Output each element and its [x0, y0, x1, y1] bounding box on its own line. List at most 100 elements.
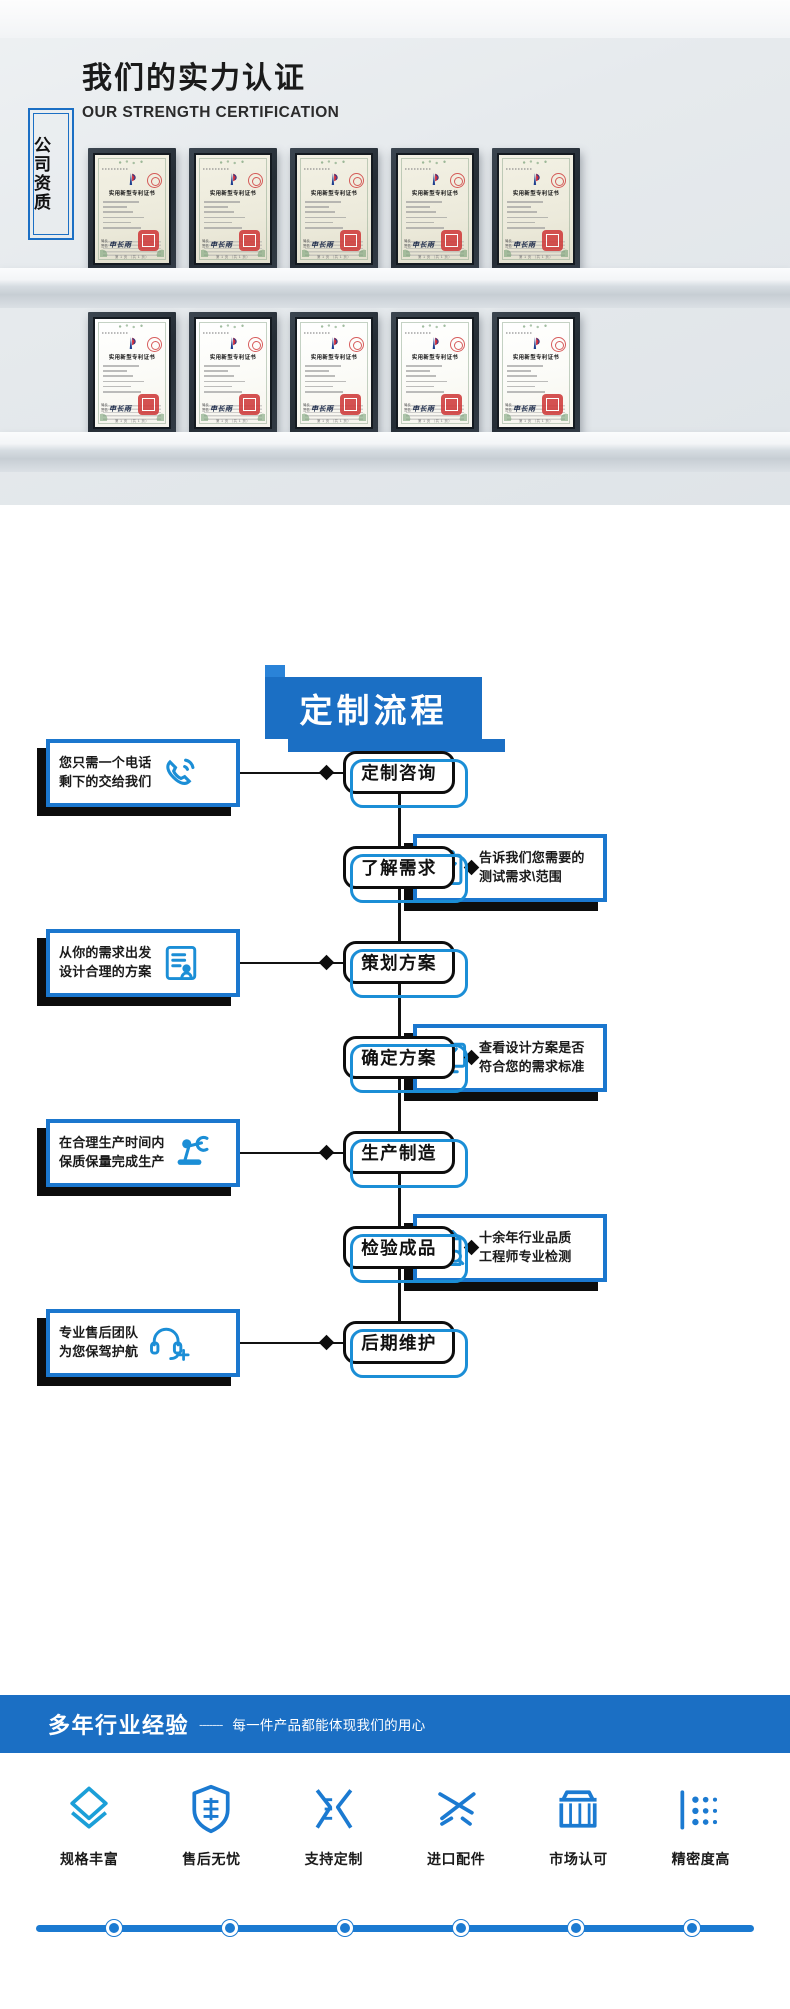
certificate-header-text	[304, 168, 330, 170]
progress-dot-1[interactable]	[106, 1920, 122, 1936]
certificate-official-seal-icon	[340, 394, 361, 415]
certificate-signature: 申长雨	[210, 406, 233, 413]
process-callout-1[interactable]: 您只需一个电话剩下的交给我们	[37, 738, 240, 816]
certificate-paper: 实用新型专利证书局长签名申长雨第 1 页 （共 1 页）	[95, 155, 169, 263]
certificate-official-seal-icon	[542, 230, 563, 251]
certificate-body-lines	[507, 201, 565, 232]
shield-sale-icon	[156, 1778, 266, 1840]
certificate-row-top: 实用新型专利证书局长签名申长雨第 1 页 （共 1 页）实用新型专利证书局长签名…	[0, 148, 790, 270]
certificate-title-text: 实用新型专利证书	[310, 191, 358, 197]
certificate-signature-label: 局长签名	[202, 238, 209, 248]
feature-label: 进口配件	[426, 1851, 486, 1867]
progress-dot-6[interactable]	[684, 1920, 700, 1936]
certificate-signature: 申长雨	[109, 406, 132, 413]
certificate-frame[interactable]: 实用新型专利证书局长签名申长雨第 1 页 （共 1 页）	[391, 148, 479, 270]
certificate-frame[interactable]: 实用新型专利证书局长签名申长雨第 1 页 （共 1 页）	[290, 148, 378, 270]
feature-label: 规格丰富	[59, 1851, 119, 1867]
certificate-footer-text: 第 1 页 （共 1 页）	[417, 255, 453, 259]
feature-item-4[interactable]: 进口配件	[401, 1778, 511, 1869]
certificate-mat: 实用新型专利证书局长签名申长雨第 1 页 （共 1 页）	[497, 317, 575, 429]
feature-item-5[interactable]: 市场认可	[523, 1778, 633, 1869]
certificate-title-text: 实用新型专利证书	[411, 191, 459, 197]
certificate-signature-label: 局长签名	[404, 238, 411, 248]
certificate-header-text	[405, 168, 431, 170]
progress-dot-2[interactable]	[221, 1920, 238, 1936]
certification-heading: 我们的实力认证 OUR STRENGTH CERTIFICATION	[82, 62, 339, 122]
certificate-frame[interactable]: 实用新型专利证书局长签名申长雨第 1 页 （共 1 页）	[88, 148, 176, 270]
certificate-frame[interactable]: 实用新型专利证书局长签名申长雨第 1 页 （共 1 页）	[189, 312, 277, 434]
process-step-3[interactable]: 策划方案	[343, 941, 468, 998]
process-callout-text: 您只需一个电话剩下的交给我们	[59, 754, 152, 789]
certificate-title-text: 实用新型专利证书	[209, 191, 257, 197]
layers-diamond-icon	[34, 1778, 144, 1840]
certificate-stamp-icon	[248, 173, 263, 188]
certificate-stamp-icon	[551, 337, 566, 352]
feature-item-6[interactable]: 精密度高	[646, 1778, 756, 1869]
certificate-corner-ornament-left	[100, 410, 111, 421]
certificate-corner-ornament-left	[201, 410, 212, 421]
patent-logo-icon	[530, 336, 543, 356]
certificate-frame[interactable]: 实用新型专利证书局长签名申长雨第 1 页 （共 1 页）	[391, 312, 479, 434]
process-callout-5[interactable]: 在合理生产时间内保质保量完成生产	[37, 1118, 240, 1196]
feature-item-1[interactable]: 规格丰富	[34, 1778, 144, 1869]
certificate-stamp-icon	[147, 173, 162, 188]
certificate-ornament	[317, 160, 351, 165]
process-callout-7[interactable]: 专业售后团队为您保驾护航	[37, 1308, 240, 1386]
robot-arm-icon	[172, 1130, 218, 1176]
airplane-icon	[401, 1778, 511, 1840]
certificate-footer-text: 第 1 页 （共 1 页）	[114, 419, 150, 423]
store-icon	[523, 1778, 633, 1840]
callout-box: 您只需一个电话剩下的交给我们	[46, 738, 240, 807]
certificate-title-text: 实用新型专利证书	[108, 191, 156, 197]
process-step-2[interactable]: 了解需求	[343, 846, 468, 903]
certificate-frame[interactable]: 实用新型专利证书局长签名申长雨第 1 页 （共 1 页）	[290, 312, 378, 434]
certificate-official-seal-icon	[441, 394, 462, 415]
certificate-header-text	[506, 332, 532, 334]
certificate-footer-text: 第 1 页 （共 1 页）	[316, 255, 352, 259]
precision-dots-icon	[646, 1778, 756, 1840]
certificate-ornament	[418, 160, 452, 165]
certificate-frame[interactable]: 实用新型专利证书局长签名申长雨第 1 页 （共 1 页）	[492, 312, 580, 434]
certificate-frame[interactable]: 实用新型专利证书局长签名申长雨第 1 页 （共 1 页）	[189, 148, 277, 270]
process-step-4[interactable]: 确定方案	[343, 1036, 468, 1093]
certificate-mat: 实用新型专利证书局长签名申长雨第 1 页 （共 1 页）	[93, 317, 171, 429]
process-step-5[interactable]: 生产制造	[343, 1131, 468, 1188]
patent-logo-icon	[328, 172, 341, 192]
experience-dash: -------	[199, 1716, 223, 1732]
process-title-label: 定制流程	[299, 692, 448, 729]
certificate-mat: 实用新型专利证书局长签名申长雨第 1 页 （共 1 页）	[194, 317, 272, 429]
certificate-body-lines	[305, 201, 363, 232]
progress-dot-3[interactable]	[337, 1920, 354, 1936]
process-callout-text: 告诉我们您需要的测试需求\范围	[479, 849, 585, 884]
patent-logo-icon	[227, 336, 240, 356]
process-step-1[interactable]: 定制咨询	[343, 751, 468, 808]
certificate-header-text	[506, 168, 532, 170]
certificate-mat: 实用新型专利证书局长签名申长雨第 1 页 （共 1 页）	[396, 317, 474, 429]
document-person-icon	[158, 940, 204, 986]
feature-item-2[interactable]: 售后无忧	[156, 1778, 266, 1869]
process-callout-3[interactable]: 从你的需求出发设计合理的方案	[37, 928, 240, 1006]
process-connector-diamond-1	[318, 764, 335, 781]
progress-dot-5[interactable]	[568, 1920, 585, 1936]
progress-dot-4[interactable]	[452, 1920, 469, 1936]
feature-label: 市场认可	[549, 1851, 608, 1867]
certificate-mat: 实用新型专利证书局长签名申长雨第 1 页 （共 1 页）	[93, 153, 171, 265]
certificate-signature: 申长雨	[412, 242, 435, 249]
certificate-paper: 实用新型专利证书局长签名申长雨第 1 页 （共 1 页）	[398, 319, 472, 427]
certificate-signature: 申长雨	[412, 406, 435, 413]
process-step-6[interactable]: 检验成品	[343, 1226, 468, 1283]
experience-banner: 多年行业经验 ------- 每一件产品都能体现我们的用心	[0, 1695, 790, 1753]
certificate-signature: 申长雨	[109, 242, 132, 249]
certificate-title-text: 实用新型专利证书	[209, 355, 257, 361]
certificate-paper: 实用新型专利证书局长签名申长雨第 1 页 （共 1 页）	[297, 155, 371, 263]
certificate-signature: 申长雨	[513, 242, 536, 249]
certificate-body-lines	[204, 365, 262, 396]
certificate-paper: 实用新型专利证书局长签名申长雨第 1 页 （共 1 页）	[499, 319, 573, 427]
feature-label: 精密度高	[671, 1851, 730, 1867]
feature-item-3[interactable]: 支持定制	[279, 1778, 389, 1869]
certificate-frame[interactable]: 实用新型专利证书局长签名申长雨第 1 页 （共 1 页）	[492, 148, 580, 270]
certificate-frame[interactable]: 实用新型专利证书局长签名申长雨第 1 页 （共 1 页）	[88, 312, 176, 434]
process-step-7[interactable]: 后期维护	[343, 1321, 468, 1378]
process-connector-5	[240, 1151, 343, 1155]
feature-label: 支持定制	[304, 1851, 364, 1867]
